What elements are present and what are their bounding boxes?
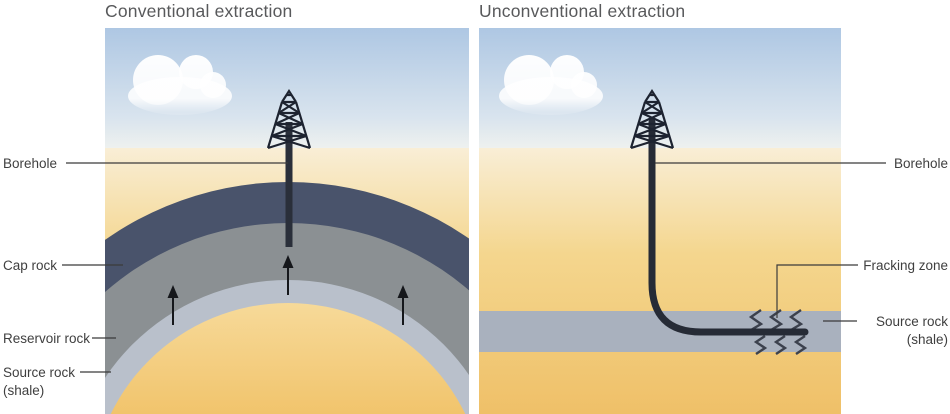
source-rock-label-right-line1: Source rock: [875, 314, 948, 329]
ground: [479, 148, 841, 414]
up-arrow-icon: [397, 285, 409, 325]
unconventional-extraction-panel: [479, 28, 841, 414]
cloud-icon: [128, 55, 232, 115]
source-rock-label-right: Source rock (shale): [876, 313, 948, 349]
borehole-label-right: Borehole: [893, 156, 948, 171]
right-panel-title: Unconventional extraction: [479, 1, 686, 21]
source-rock-label-left-line2: (shale): [3, 383, 45, 398]
borehole-pipe: [648, 118, 809, 336]
source-rock-label-left-line1: Source rock: [3, 365, 76, 380]
dome-interior: [110, 303, 466, 414]
fracking-zone-label: Fracking zone: [863, 258, 948, 273]
reservoir-rock-label: Reservoir rock: [3, 331, 91, 346]
cap-rock-label: Cap rock: [3, 258, 58, 273]
conventional-extraction-panel: [105, 28, 469, 414]
fracking-cracks-icon: [748, 309, 808, 355]
conventional-extraction-illustration: [105, 28, 469, 414]
up-arrow-icon: [282, 255, 294, 295]
cloud-icon: [499, 55, 603, 115]
borehole-label-left: Borehole: [3, 156, 58, 171]
unconventional-extraction-illustration: [479, 28, 841, 414]
source-rock-label-right-line2: (shale): [906, 332, 948, 347]
left-panel-title: Conventional extraction: [105, 1, 293, 21]
source-rock-label-left: Source rock (shale): [3, 364, 75, 400]
up-arrow-icon: [167, 285, 179, 325]
derrick-icon: [266, 88, 312, 150]
derrick-icon: [629, 88, 675, 150]
